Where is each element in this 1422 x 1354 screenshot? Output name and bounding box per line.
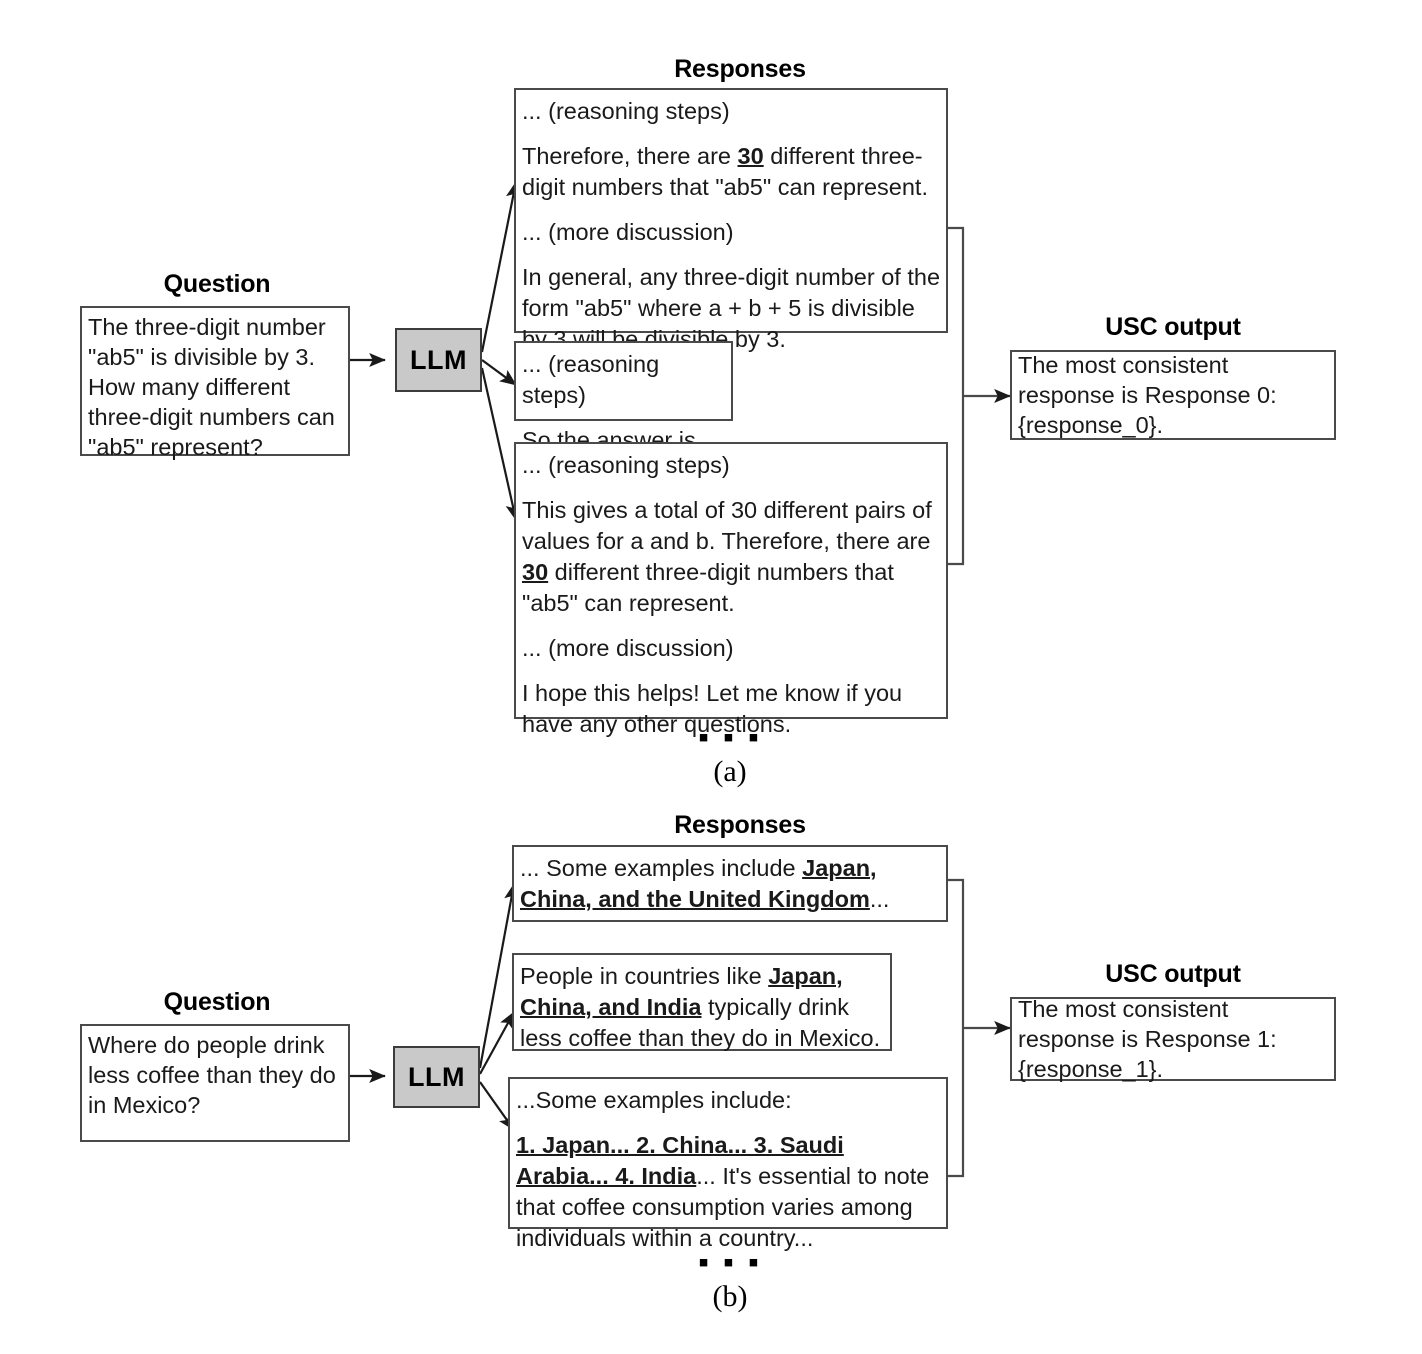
question-box-a: The three-digit number "ab5" is divisibl… xyxy=(80,306,350,460)
response-text: ... xyxy=(869,886,890,912)
usc-output-heading-b: USC output xyxy=(1105,960,1241,988)
responses-heading-b: Responses xyxy=(674,811,806,839)
arrow-llm-to-response-0-b xyxy=(478,883,519,1069)
response-body: ...Some examples include: 1. Japan... 2. … xyxy=(516,1085,942,1254)
response-text: ... (reasoning steps) xyxy=(522,98,730,124)
response-box-a-1: ... (reasoning steps)So the answer is 32… xyxy=(514,341,733,484)
response-box-a-0: ... (reasoning steps) Therefore, there ar… xyxy=(514,88,948,352)
response-paragraph: ... (reasoning steps) xyxy=(522,450,942,481)
response-paragraph: I hope this helps! Let me know if you ha… xyxy=(522,678,942,740)
responses-heading-a: Responses xyxy=(674,55,806,83)
response-text: ...Some examples include: xyxy=(516,1087,792,1113)
question-text-a: The three-digit number "ab5" is divisibl… xyxy=(88,314,335,460)
question-heading-a: Question xyxy=(163,270,271,298)
response-text: different three-digit numbers that "ab5"… xyxy=(522,143,928,200)
response-paragraph: ... (more discussion) xyxy=(522,633,942,664)
response-paragraph: ... Some examples include Japan, China, … xyxy=(520,853,942,915)
highlighted-answer: Japan, China, and the United Kingdom xyxy=(520,855,877,912)
response-text: I hope this helps! Let me know if you ha… xyxy=(522,680,903,737)
llm-box-a[interactable]: LLM xyxy=(395,328,482,392)
highlighted-answer: 30 xyxy=(737,143,764,169)
llm-box-b[interactable]: LLM xyxy=(393,1046,480,1108)
usc-output-text-a: The most consistent response is Response… xyxy=(1018,352,1277,438)
response-paragraph: ... (reasoning steps) xyxy=(522,96,942,127)
response-box-b-2: ...Some examples include: 1. Japan... 2. … xyxy=(508,1077,948,1251)
arrow-llm-to-response-1-a xyxy=(481,359,517,386)
highlighted-answer: 30 xyxy=(522,559,549,585)
usc-output-box-a: The most consistent response is Response… xyxy=(1010,350,1336,440)
response-paragraph: Therefore, there are 30 different three-… xyxy=(522,141,942,203)
response-body: ... (reasoning steps) Therefore, there ar… xyxy=(522,96,942,355)
response-text: This gives a total of 30 different pairs… xyxy=(522,497,932,554)
response-paragraph: People in countries like Japan, China, a… xyxy=(520,961,886,1054)
response-paragraph: In general, any three-digit number of th… xyxy=(522,262,942,355)
usc-output-heading-a: USC output xyxy=(1105,313,1241,341)
response-body: People in countries like Japan, China, a… xyxy=(520,961,886,1054)
llm-label-b: LLM xyxy=(408,1061,465,1092)
question-box-b: Where do people drink less coffee than t… xyxy=(80,1024,350,1142)
question-heading-b: Question xyxy=(163,988,271,1016)
response-text: ... (reasoning steps) xyxy=(522,351,660,408)
response-text: People in countries like xyxy=(520,963,769,989)
highlighted-answer: 1. Japan... 2. China... 3. Saudi Arabia.… xyxy=(516,1132,844,1189)
response-body: ... (reasoning steps) This gives a total … xyxy=(522,450,942,740)
response-box-b-1: People in countries like Japan, China, a… xyxy=(512,953,892,1051)
response-paragraph: This gives a total of 30 different pairs… xyxy=(522,495,942,619)
response-text: ... (more discussion) xyxy=(522,219,734,245)
arrow-llm-to-response-0-a xyxy=(480,181,520,353)
question-text-b: Where do people drink less coffee than t… xyxy=(88,1032,336,1118)
response-text: ... It's essential to note that coffee c… xyxy=(516,1163,930,1251)
response-text: ... (more discussion) xyxy=(522,635,734,661)
response-text: typically drink less coffee than they do… xyxy=(520,994,881,1051)
response-bracket-b xyxy=(947,878,965,1178)
llm-label-a: LLM xyxy=(410,344,467,375)
response-text: different three-digit numbers that "ab5"… xyxy=(522,559,894,616)
response-text: ... (reasoning steps) xyxy=(522,452,730,478)
response-paragraph: 1. Japan... 2. China... 3. Saudi Arabia.… xyxy=(516,1130,942,1254)
response-body: ... Some examples include Japan, China, … xyxy=(520,853,942,915)
usc-output-box-b: The most consistent response is Response… xyxy=(1010,996,1336,1082)
response-bracket-a xyxy=(947,226,965,566)
more-responses-ellipsis-b: ▪ ▪ ▪ xyxy=(698,1246,762,1279)
response-box-b-0: ... Some examples include Japan, China, … xyxy=(512,845,948,922)
arrow-llm-to-response-2-a xyxy=(480,367,520,521)
panel-label-a: (a) xyxy=(713,755,747,788)
response-text: ... Some examples include xyxy=(520,855,803,881)
response-box-a-2: ... (reasoning steps) This gives a total … xyxy=(514,442,948,737)
response-paragraph: ... (more discussion) xyxy=(522,217,942,248)
panel-label-b: (b) xyxy=(712,1280,748,1313)
response-text: Therefore, there are xyxy=(522,143,738,169)
response-paragraph: ...Some examples include: xyxy=(516,1085,942,1116)
usc-output-text-b: The most consistent response is Response… xyxy=(1018,996,1277,1082)
highlighted-answer: Japan, China, and India xyxy=(520,963,843,1020)
response-text: In general, any three-digit number of th… xyxy=(522,264,941,352)
response-paragraph: ... (reasoning steps) xyxy=(522,349,727,411)
arrow-llm-to-response-1-b xyxy=(479,1011,515,1075)
more-responses-ellipsis-a: ▪ ▪ ▪ xyxy=(698,721,762,754)
